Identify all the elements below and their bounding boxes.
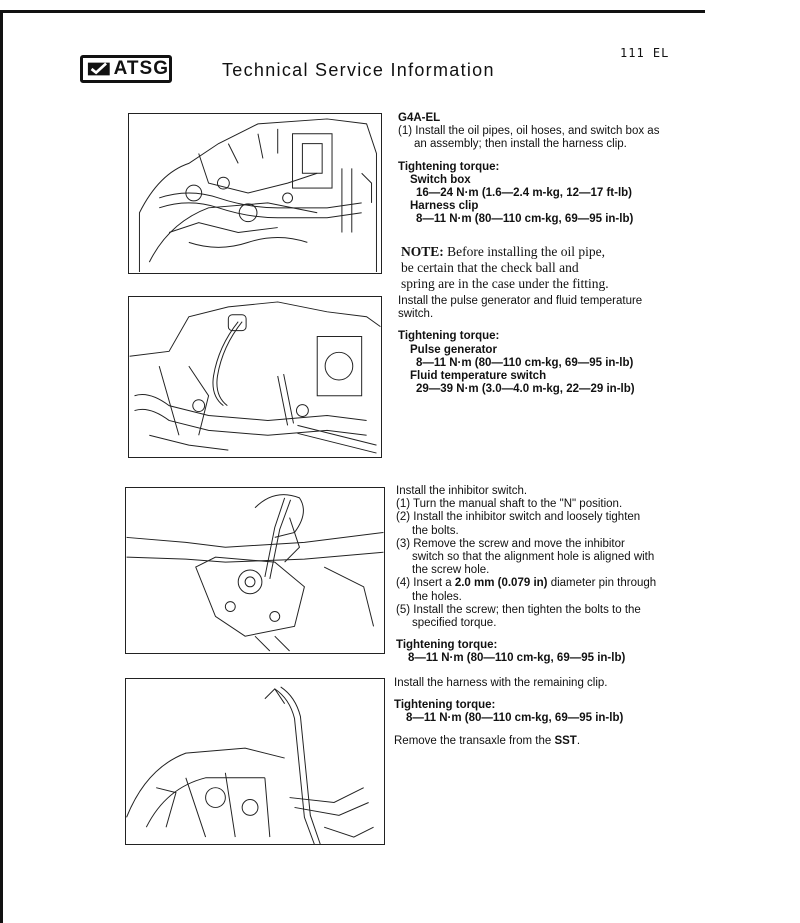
harness-torque: 8—11 N·m (80—110 cm-kg, 69—95 in-lb): [406, 712, 624, 725]
torque-heading: Tightening torque:: [396, 639, 498, 652]
note-line-3: spring are in the case under the fitting…: [401, 276, 609, 291]
section-switch-box: G4A-EL (1) Install the oil pipes, oil ho…: [398, 112, 663, 227]
inhibitor-torque: 8—11 N·m (80—110 cm-kg, 69—95 in-lb): [408, 652, 626, 665]
sst-label: SST: [554, 734, 577, 747]
oil-pipes-illustration: [138, 118, 377, 273]
figure-harness-clip: [125, 678, 385, 845]
harness-clip-torque: 8—11 N·m (80—110 cm-kg, 69—95 in-lb): [416, 213, 634, 226]
switch-box-label: Switch box: [410, 173, 471, 186]
checkmark-icon: [87, 62, 110, 76]
atsg-logo: ATSG: [80, 55, 172, 83]
inhibitor-step-4: (4) Insert a 2.0 mm (0.079 in) diameter …: [396, 577, 657, 603]
left-border-rule: [0, 10, 3, 923]
pulse-generator-illustration: [129, 301, 381, 454]
section-pulse-generator: Install the pulse generator and fluid te…: [398, 295, 663, 396]
figure-inhibitor-switch: [125, 487, 385, 654]
inhibitor-step-1: (1) Turn the manual shaft to the "N" pos…: [396, 498, 623, 511]
fluid-temp-switch-label: Fluid temperature switch: [410, 370, 547, 383]
inhibitor-step-3: (3) Remove the screw and move the inhibi…: [396, 537, 655, 577]
pulse-generator-torque: 8—11 N·m (80—110 cm-kg, 69—95 in-lb): [416, 356, 634, 369]
pulse-instruction: Install the pulse generator and fluid te…: [398, 295, 643, 321]
torque-heading: Tightening torque:: [398, 330, 500, 343]
figure-oil-pipes-switch-box: [128, 113, 382, 274]
pulse-generator-label: Pulse generator: [410, 343, 497, 356]
page-number: 111 EL: [620, 46, 670, 60]
harness-clip-label: Harness clip: [410, 200, 479, 213]
page-title: Technical Service Information: [222, 60, 495, 80]
inhibitor-step-5: (5) Install the screw; then tighten the …: [396, 603, 641, 630]
harness-instruction: Install the harness with the remaining c…: [394, 677, 608, 689]
switch-box-torque: 16—24 N·m (1.6—2.4 m-kg, 12—17 ft-lb): [416, 187, 633, 200]
pin-size: 2.0 mm (0.079 in): [454, 577, 548, 590]
note-block: NOTE: Before installing the oil pipe, be…: [401, 244, 671, 292]
note-line-2: be certain that the check ball and: [401, 260, 579, 275]
inhibitor-intro: Install the inhibitor switch.: [396, 485, 528, 497]
inhibitor-step-2: (2) Install the inhibitor switch and loo…: [396, 511, 641, 537]
fluid-temp-switch-torque: 29—39 N·m (3.0—4.0 m-kg, 22—29 in-lb): [416, 383, 635, 396]
step-1-text: (1) Install the oil pipes, oil hoses, an…: [398, 125, 660, 151]
final-instruction: Remove the transaxle from the SST.: [394, 734, 581, 747]
inhibitor-switch-illustration: [126, 494, 384, 652]
model-heading: G4A-EL: [398, 112, 441, 124]
torque-heading: Tightening torque:: [398, 160, 500, 173]
note-label: NOTE:: [401, 244, 444, 259]
note-line-1: Before installing the oil pipe,: [447, 244, 605, 259]
top-border-rule: [0, 10, 705, 13]
figure-pulse-generator: [128, 296, 382, 458]
logo-text: ATSG: [113, 58, 169, 79]
section-inhibitor-switch: Install the inhibitor switch. (1) Turn t…: [396, 485, 658, 666]
harness-clip-illustration: [126, 686, 374, 844]
section-harness: Install the harness with the remaining c…: [394, 677, 659, 748]
torque-heading: Tightening torque:: [394, 699, 496, 712]
